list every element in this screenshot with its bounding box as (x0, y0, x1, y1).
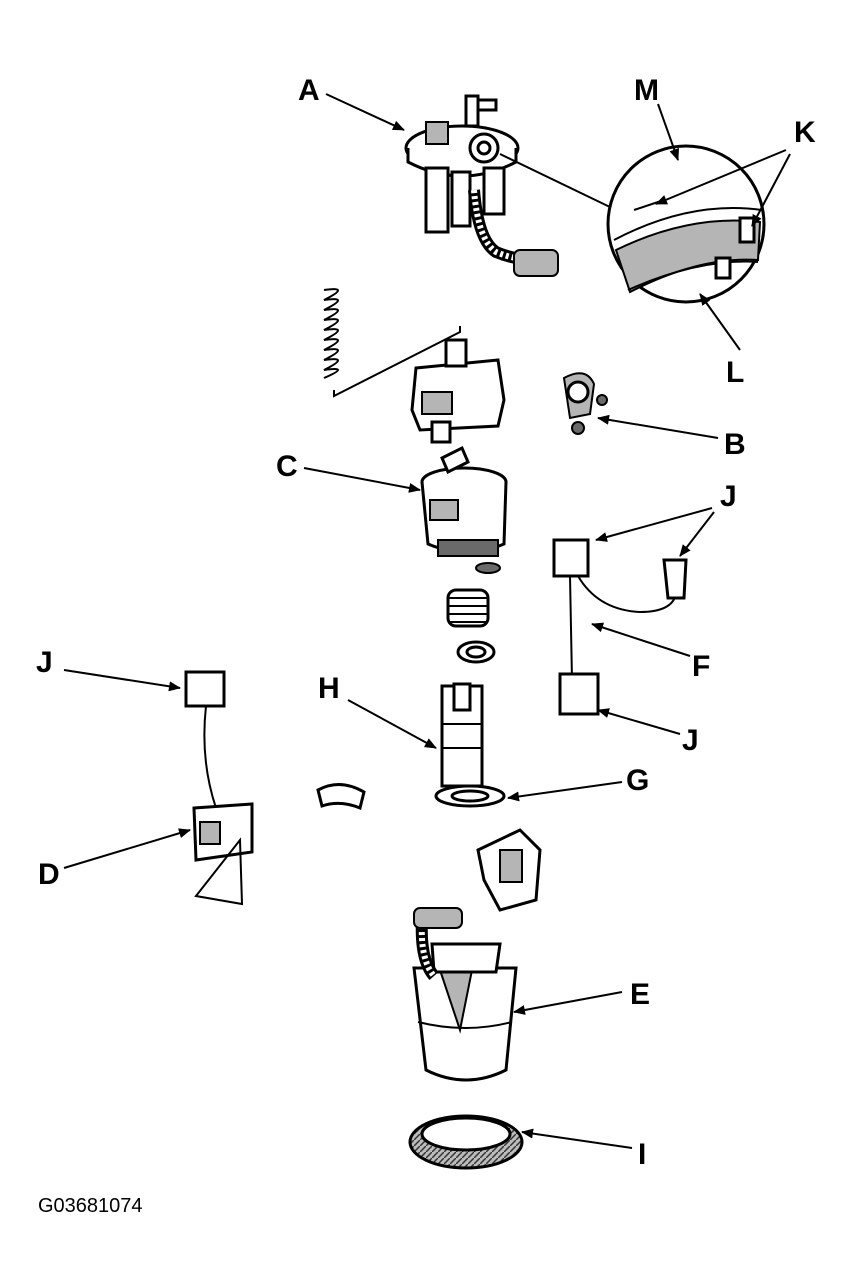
callout-f: F (692, 650, 710, 683)
callout-a: A (298, 74, 320, 107)
part-a-pump-flange (404, 94, 559, 277)
part-e-reservoir (412, 907, 518, 1082)
callout-h: H (318, 672, 340, 705)
part-c-regulator-housing (420, 445, 508, 574)
callout-i: I (638, 1138, 646, 1171)
callout-m: M (634, 74, 659, 107)
leader-lines (63, 93, 791, 1149)
filter-bracket (410, 338, 506, 444)
callout-e: E (630, 978, 650, 1011)
pump-clip (316, 783, 366, 811)
detail-magnified-view (499, 144, 766, 304)
callout-b: B (724, 428, 746, 461)
pump-connector-bracket (476, 828, 542, 912)
reference-code: G03681074 (38, 1195, 143, 1217)
callout-j-top-right: J (720, 480, 737, 513)
small-spring-seal (446, 588, 496, 664)
part-b-clip (562, 372, 608, 435)
callout-g: G (626, 764, 649, 797)
part-h-fuel-pump (440, 682, 484, 788)
callout-j-bottom-right: J (682, 724, 699, 757)
part-g-seal (434, 784, 506, 808)
part-i-ring (408, 1114, 524, 1170)
spring (323, 288, 461, 398)
callout-d: D (38, 858, 60, 891)
callout-k: K (794, 116, 816, 149)
part-d-harness (184, 670, 254, 906)
callout-j-left: J (36, 646, 53, 679)
callout-l: L (726, 356, 744, 389)
part-f-harness (552, 538, 688, 716)
callout-c: C (276, 450, 298, 483)
